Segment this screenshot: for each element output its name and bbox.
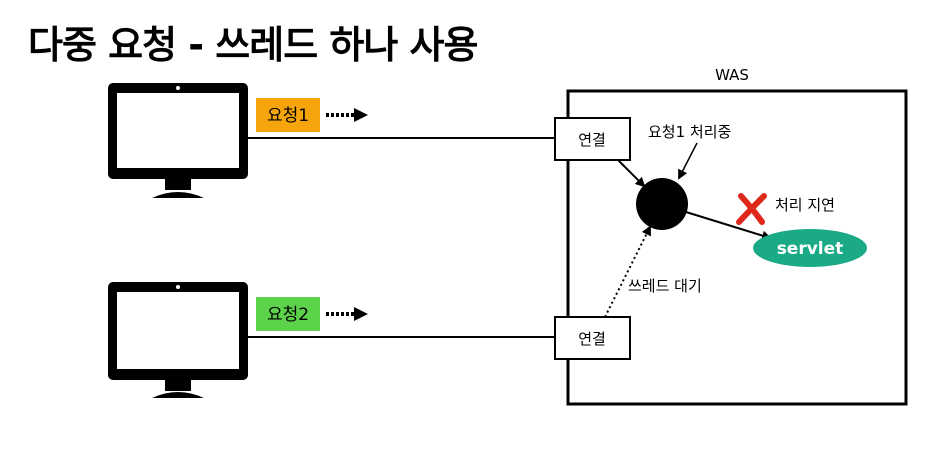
connection-box-1-label: 연결 [578,131,606,149]
client-monitor-2-icon [108,282,248,398]
connection-box-2-label: 연결 [578,330,606,348]
page-title: 다중 요청 - 쓰레드 하나 사용 [28,23,478,67]
request-2-label: 요청2 [267,305,309,325]
request-2-badge: 요청2 [256,297,320,331]
connection-1-to-thread-arrow [617,159,646,188]
waiting-thread-arrow [604,225,651,318]
request-1-badge: 요청1 [256,98,320,132]
thread-waiting-label: 쓰레드 대기 [628,277,702,295]
thread-processing-label: 요청1 처리중 [648,123,731,141]
was-label: WAS [715,66,749,84]
processing-label-arrow [678,142,698,180]
delay-label: 처리 지연 [775,196,835,214]
thread-to-servlet-arrow [685,211,772,241]
client-monitor-1-icon [108,83,248,198]
was-container [566,89,908,406]
request-1-label: 요청1 [267,106,309,126]
thread-circle [636,178,688,230]
connection-box-1: 연결 [554,117,631,161]
servlet-label: servlet [777,239,844,259]
delay-x-icon [736,193,767,225]
connection-box-2: 연결 [554,316,631,360]
servlet-node: servlet [753,229,867,267]
